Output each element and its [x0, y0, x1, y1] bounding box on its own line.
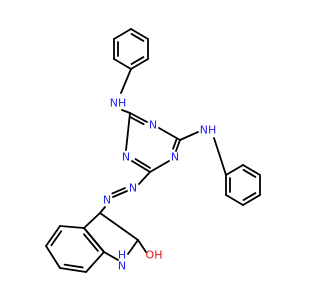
atom-n-triazine-right: N	[171, 151, 179, 164]
bond-34	[99, 206, 106, 214]
bond-37	[103, 251, 119, 261]
bond-33	[111, 187, 126, 195]
bond-5	[113, 58, 132, 70]
bond-8	[113, 28, 132, 40]
bond-23	[175, 139, 181, 152]
bond-26	[131, 160, 151, 173]
bond-1	[130, 33, 145, 42]
bond-29	[121, 109, 131, 114]
bond-0	[130, 28, 149, 40]
bond-20	[129, 112, 148, 123]
bond-35	[99, 212, 139, 241]
bond-11	[242, 164, 261, 176]
atom-n-azo-lower: N	[103, 194, 111, 207]
bond-47	[45, 225, 61, 247]
bond-36	[127, 239, 139, 255]
bond-40	[137, 239, 147, 253]
atom-n-indole: N	[118, 260, 126, 273]
bond-30	[179, 131, 199, 141]
bond-44	[59, 267, 87, 273]
atom-n-azo-upper: N	[129, 182, 137, 195]
bond-4	[130, 56, 145, 65]
bond-16	[225, 194, 244, 206]
bond-21	[129, 116, 145, 126]
atom-label-layer: NH N NH N N N N H N OH	[103, 97, 216, 273]
bond-31	[138, 171, 151, 185]
bond-45	[63, 263, 84, 269]
bond-32	[112, 190, 128, 198]
atom-h-indole: H	[118, 249, 126, 262]
molecule-structure: NH N NH N N N N H N OH	[45, 28, 261, 273]
bond-3	[130, 58, 149, 70]
bond-19	[213, 137, 227, 176]
atom-nh-right: NH	[200, 124, 217, 137]
atom-nh-top: NH	[110, 97, 127, 110]
bond-48	[50, 230, 63, 247]
bond-27	[134, 158, 151, 169]
bond-14	[242, 194, 261, 206]
bond-25	[149, 160, 170, 173]
bond-41	[83, 227, 105, 253]
bond-12	[242, 169, 257, 178]
bond-42	[83, 233, 99, 252]
bond-24	[172, 139, 178, 150]
bond-10	[225, 164, 244, 176]
atom-n-triazine-left: N	[122, 151, 130, 164]
atom-n-triazine-top: N	[149, 119, 157, 132]
bond-layer	[45, 28, 261, 273]
bond-43	[85, 251, 105, 273]
bond-28	[125, 112, 131, 151]
bond-22	[158, 127, 181, 141]
atom-oh: OH	[146, 249, 163, 262]
bond-15	[242, 192, 257, 201]
bond-46	[45, 245, 61, 269]
bond-39	[83, 212, 101, 229]
bond-9	[120, 68, 132, 94]
bond-49	[59, 225, 85, 229]
